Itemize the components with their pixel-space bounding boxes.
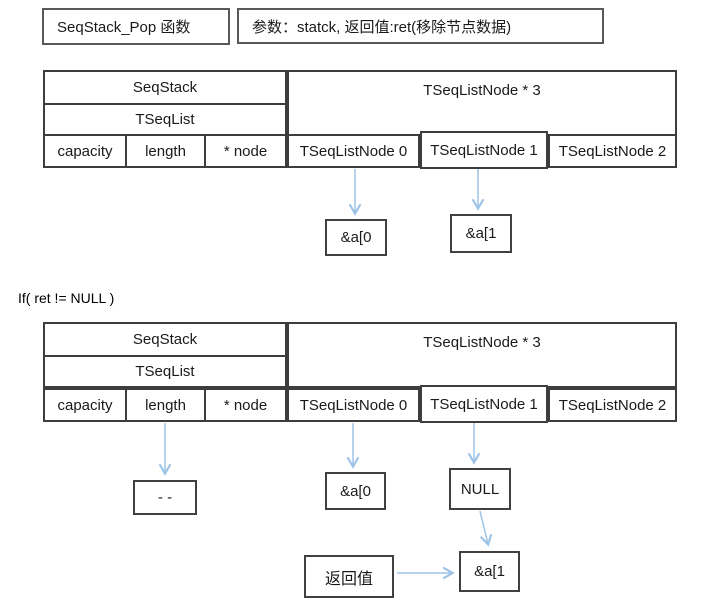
table1-capacity-cell: capacity — [43, 134, 127, 168]
table1-seqstack-cell: SeqStack — [43, 70, 287, 105]
table2-node0-cell: TSeqListNode 0 — [287, 388, 420, 422]
table2-node-array-header: TSeqListNode * 3 — [287, 322, 677, 388]
table2-seqstack-cell: SeqStack — [43, 322, 287, 357]
if-condition-text: If( ret != NULL ) — [18, 290, 115, 306]
table2-node1-cell: TSeqListNode 1 — [420, 385, 548, 423]
diagram2-a0-box: &a[0 — [325, 472, 386, 510]
diagram2-return-value-box: 返回值 — [304, 555, 394, 598]
function-name-box: SeqStack_Pop 函数 — [42, 8, 230, 45]
table1-length-cell: length — [125, 134, 206, 168]
diagram2-null-box: NULL — [449, 468, 511, 510]
diagram1-a0-box: &a[0 — [325, 219, 387, 256]
table1-node2-cell: TSeqListNode 2 — [548, 134, 677, 168]
table2-capacity-cell: capacity — [43, 388, 127, 422]
table1-tseqlist-cell: TSeqList — [43, 103, 287, 136]
table2-node-cell: * node — [204, 388, 287, 422]
table1-node-cell: * node — [204, 134, 287, 168]
params-box: 参数：statck, 返回值:ret(移除节点数据) — [237, 8, 604, 44]
arrow-null-to-a1 — [479, 510, 493, 547]
table1-node1-cell: TSeqListNode 1 — [420, 131, 548, 169]
table1-node0-cell: TSeqListNode 0 — [287, 134, 420, 168]
table2-length-cell: length — [125, 388, 206, 422]
table1-node-array-header: TSeqListNode * 3 — [287, 70, 677, 136]
diagram2-length-value-box: - - — [133, 480, 197, 515]
table2-node2-cell: TSeqListNode 2 — [548, 388, 677, 422]
table2-tseqlist-cell: TSeqList — [43, 355, 287, 388]
diagram2-a1-box: &a[1 — [459, 551, 520, 592]
diagram1-a1-box: &a[1 — [450, 214, 512, 253]
